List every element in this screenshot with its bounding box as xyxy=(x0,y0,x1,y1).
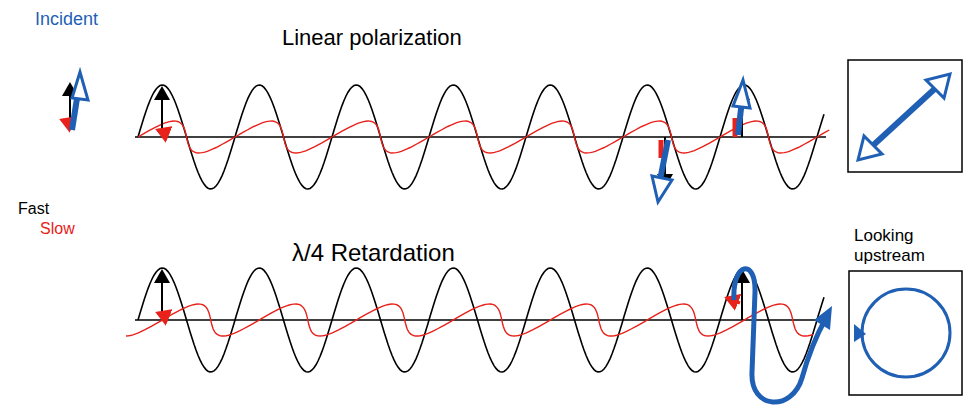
sum-arrowhead xyxy=(652,176,672,202)
polarization-arrow xyxy=(868,84,940,150)
view-box-outline xyxy=(848,270,964,396)
row-heading: λ/4 Retardation xyxy=(292,240,455,266)
axis-line xyxy=(135,319,826,321)
field-arrow xyxy=(69,84,71,120)
helix-path xyxy=(734,269,826,402)
box-heading: Looking upstream xyxy=(848,226,958,265)
field-arrow xyxy=(161,88,163,137)
incident-label: Incident xyxy=(35,10,98,30)
axis-line xyxy=(135,136,826,138)
polarization-arrowhead xyxy=(926,74,950,98)
wave-curve xyxy=(138,121,829,153)
field-arrow xyxy=(158,130,168,134)
sum-arrow xyxy=(660,140,668,180)
helix-arrowhead xyxy=(814,306,832,330)
polarization-arrowhead xyxy=(858,136,882,160)
field-arrow xyxy=(158,313,168,317)
rotation-arrowhead xyxy=(854,324,866,342)
field-arrow xyxy=(741,271,743,320)
row-heading: Linear polarization xyxy=(282,26,462,50)
wave-curve xyxy=(138,268,824,372)
box-outline xyxy=(849,271,962,395)
field-arrow xyxy=(161,271,163,320)
axis-label: Fast xyxy=(18,200,49,218)
wave-group xyxy=(126,85,829,372)
sum-arrowhead xyxy=(72,72,88,100)
view-box xyxy=(848,60,962,172)
sum-arrowhead xyxy=(733,80,750,108)
view-box: Looking upstream xyxy=(848,226,964,396)
wave-curve xyxy=(126,304,813,336)
circular-polarization xyxy=(862,289,950,377)
axis-label: Slow xyxy=(40,220,75,238)
